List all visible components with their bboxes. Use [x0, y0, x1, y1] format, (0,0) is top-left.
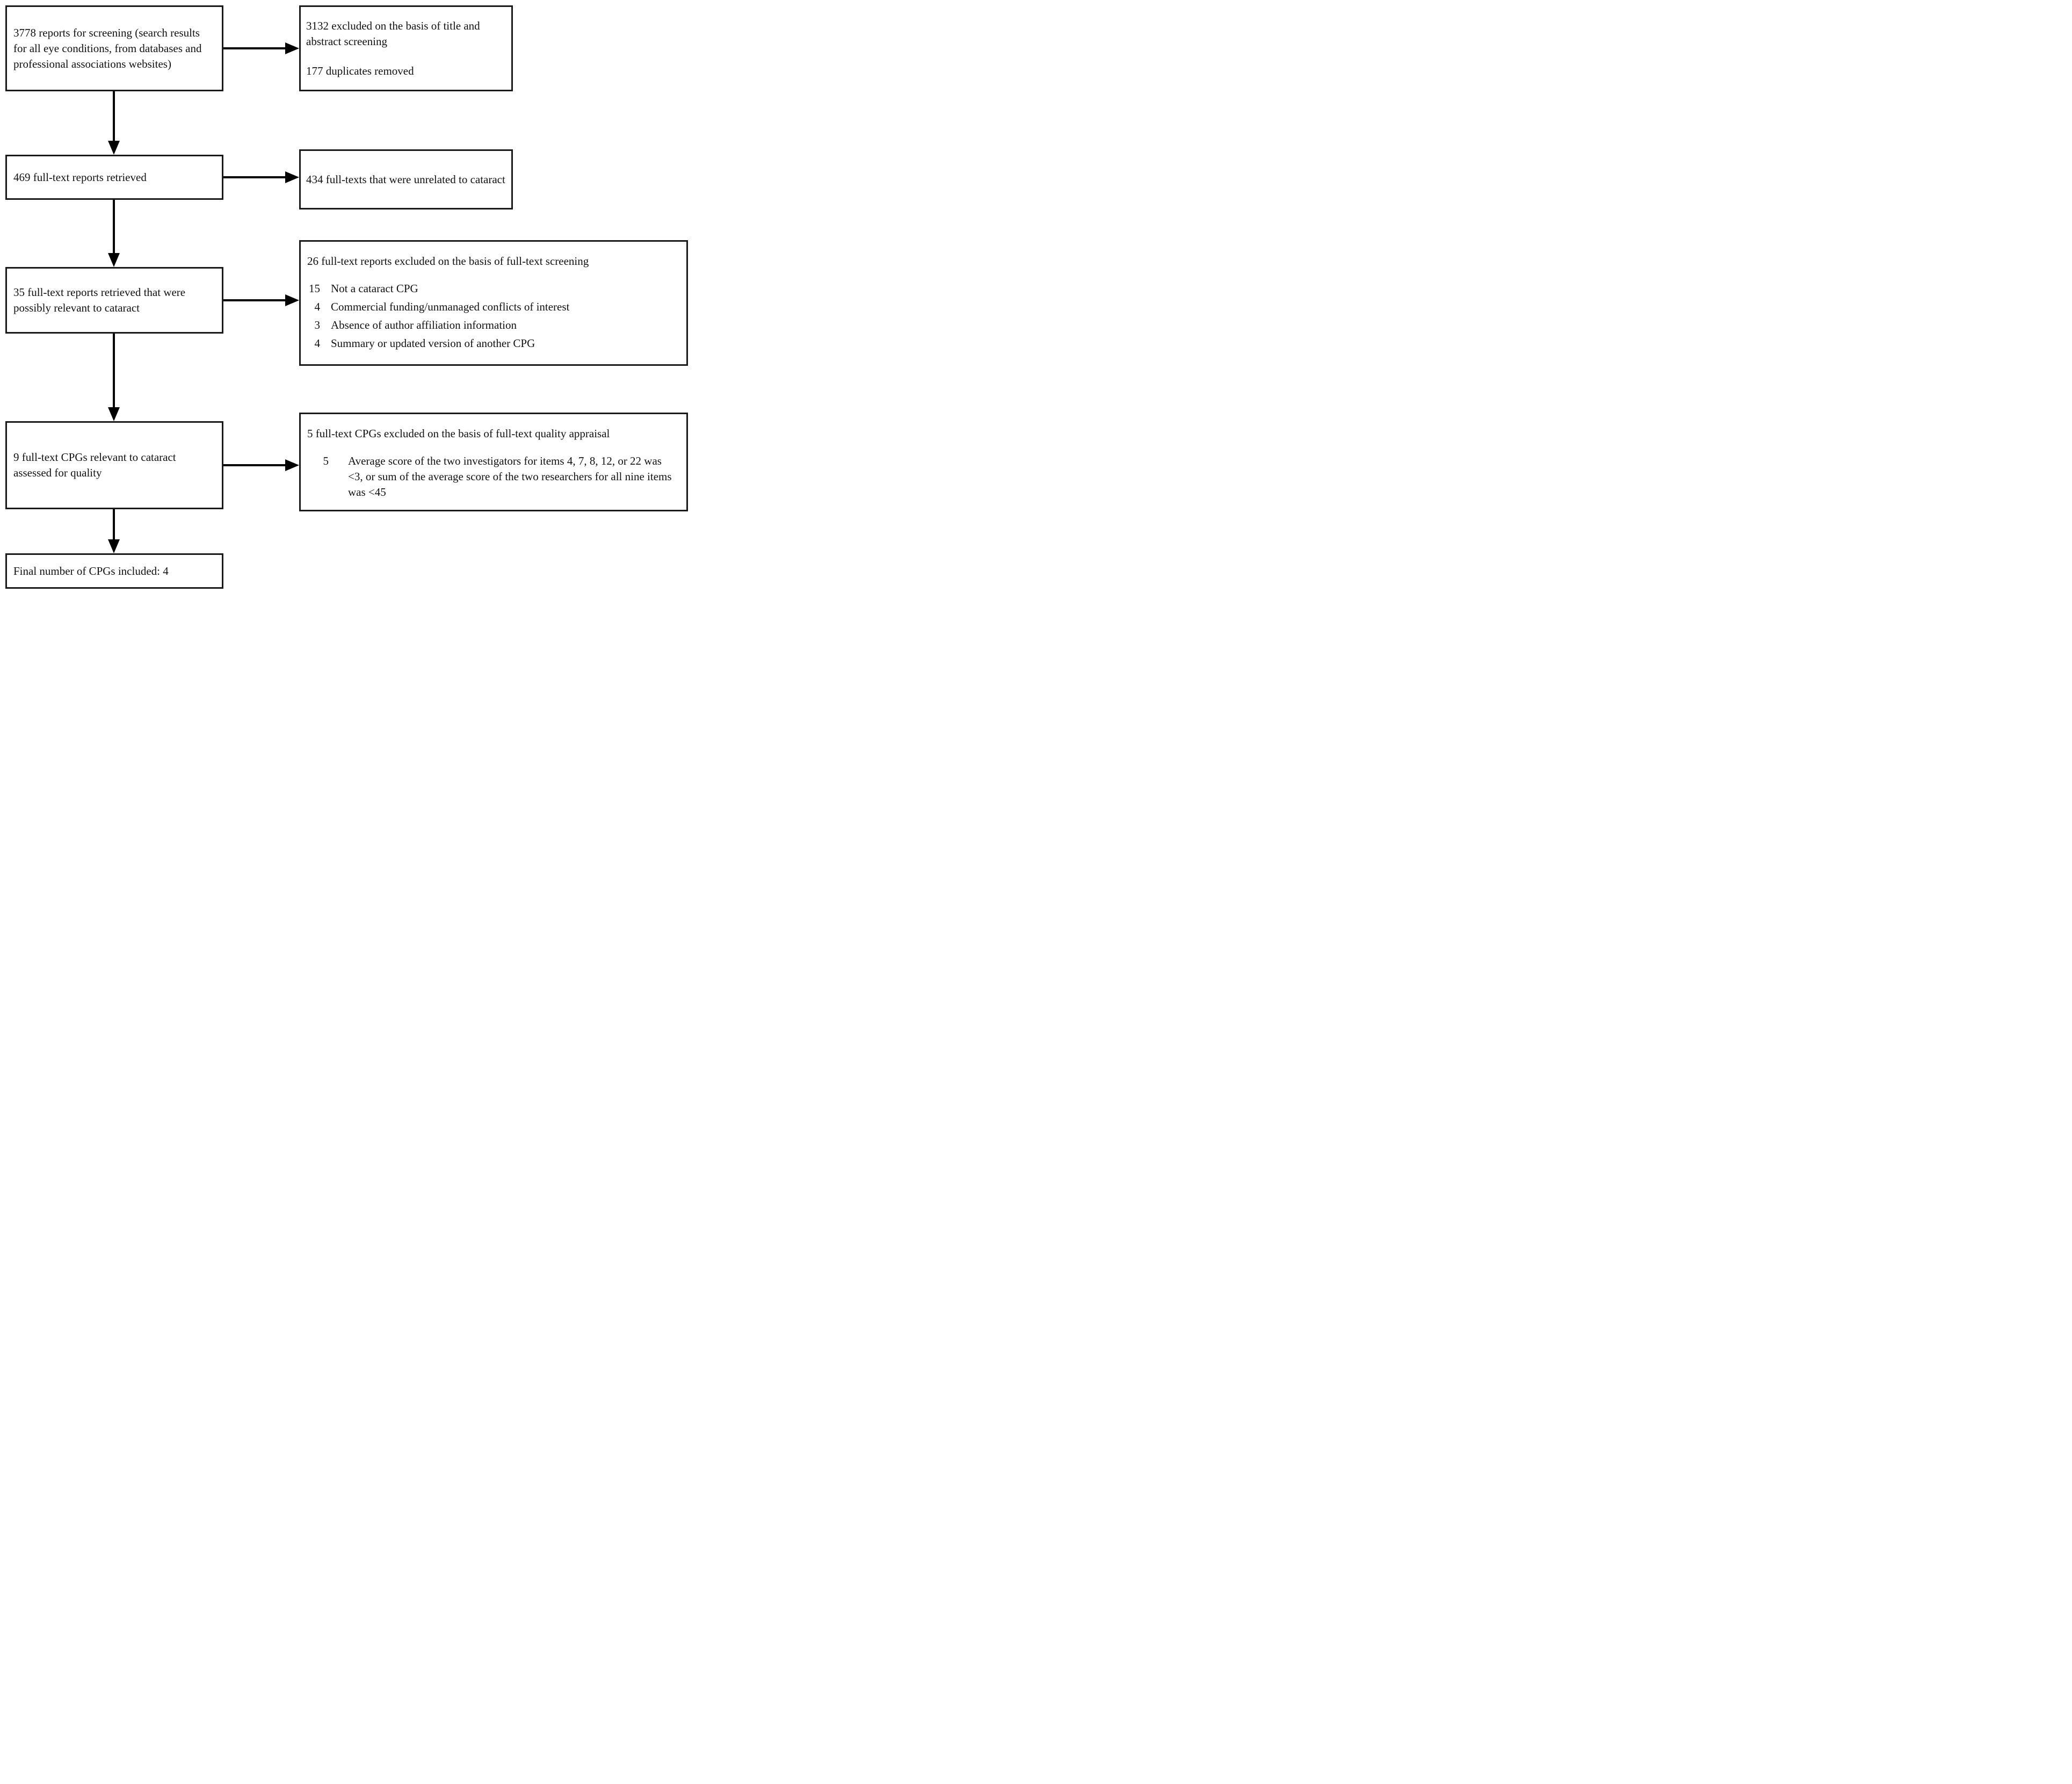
exclusion-reason: Not a cataract CPG [331, 282, 418, 295]
box-final-included: Final number of CPGs included: 4 [5, 553, 223, 589]
exclusion-reason: Commercial funding/unmanaged conflicts o… [331, 300, 570, 313]
box-assessed-for-quality: 9 full-text CPGs relevant to cataract as… [5, 421, 223, 509]
arrow-line [113, 91, 115, 141]
arrowhead-down-icon [108, 407, 120, 421]
fulltext-retrieved-text: 469 full-text reports retrieved [13, 170, 147, 184]
exclusion-reason: Average score of the two investigators f… [348, 454, 672, 499]
exclusion-reason-list: 15 Not a cataract CPG 4 Commercial fundi… [307, 281, 679, 351]
reports-for-screening-text: 3778 reports for screening (search resul… [13, 26, 202, 70]
arrow-line [223, 47, 285, 49]
excluded-fulltext-screening-header: 26 full-text reports excluded on the bas… [307, 255, 589, 268]
excluded-quality-appraisal-header: 5 full-text CPGs excluded on the basis o… [307, 427, 610, 440]
box-excluded-fulltext-screening: 26 full-text reports excluded on the bas… [299, 240, 688, 366]
arrow-line [223, 299, 285, 301]
exclusion-reason-list: 5 Average score of the two investigators… [307, 453, 679, 500]
exclusion-reason: Summary or updated version of another CP… [331, 337, 535, 350]
assessed-for-quality-text: 9 full-text CPGs relevant to cataract as… [13, 451, 176, 479]
box-possibly-relevant: 35 full-text reports retrieved that were… [5, 267, 223, 334]
arrow-line [113, 334, 115, 407]
arrowhead-right-icon [285, 42, 299, 54]
final-included-text: Final number of CPGs included: 4 [13, 564, 169, 577]
duplicates-removed-text: 177 duplicates removed [306, 64, 414, 77]
arrowhead-down-icon [108, 253, 120, 267]
study-selection-flowchart: 3778 reports for screening (search resul… [0, 0, 691, 595]
exclusion-count: 4 [314, 300, 321, 313]
possibly-relevant-text: 35 full-text reports retrieved that were… [13, 286, 186, 314]
arrow-line [223, 176, 285, 178]
arrow-line [223, 464, 285, 466]
exclusion-count: 3 [314, 319, 321, 331]
arrowhead-down-icon [108, 141, 120, 155]
arrow-line [113, 509, 115, 539]
arrowhead-right-icon [285, 171, 299, 183]
box-fulltext-unrelated: 434 full-texts that were unrelated to ca… [299, 149, 513, 210]
exclusion-count: 4 [314, 337, 321, 350]
fulltext-unrelated-text: 434 full-texts that were unrelated to ca… [306, 172, 505, 186]
box-reports-for-screening: 3778 reports for screening (search resul… [5, 5, 223, 91]
exclusion-count: 5 [323, 454, 329, 467]
excluded-title-abstract-text: 3132 excluded on the basis of title and … [306, 19, 480, 48]
arrow-line [113, 200, 115, 253]
box-excluded-title-abstract: 3132 excluded on the basis of title and … [299, 5, 513, 91]
arrowhead-down-icon [108, 539, 120, 553]
arrowhead-right-icon [285, 459, 299, 471]
box-fulltext-retrieved: 469 full-text reports retrieved [5, 155, 223, 200]
exclusion-reason: Absence of author affiliation informatio… [331, 319, 517, 331]
arrowhead-right-icon [285, 294, 299, 306]
exclusion-count: 15 [309, 282, 320, 295]
box-excluded-quality-appraisal: 5 full-text CPGs excluded on the basis o… [299, 413, 688, 511]
